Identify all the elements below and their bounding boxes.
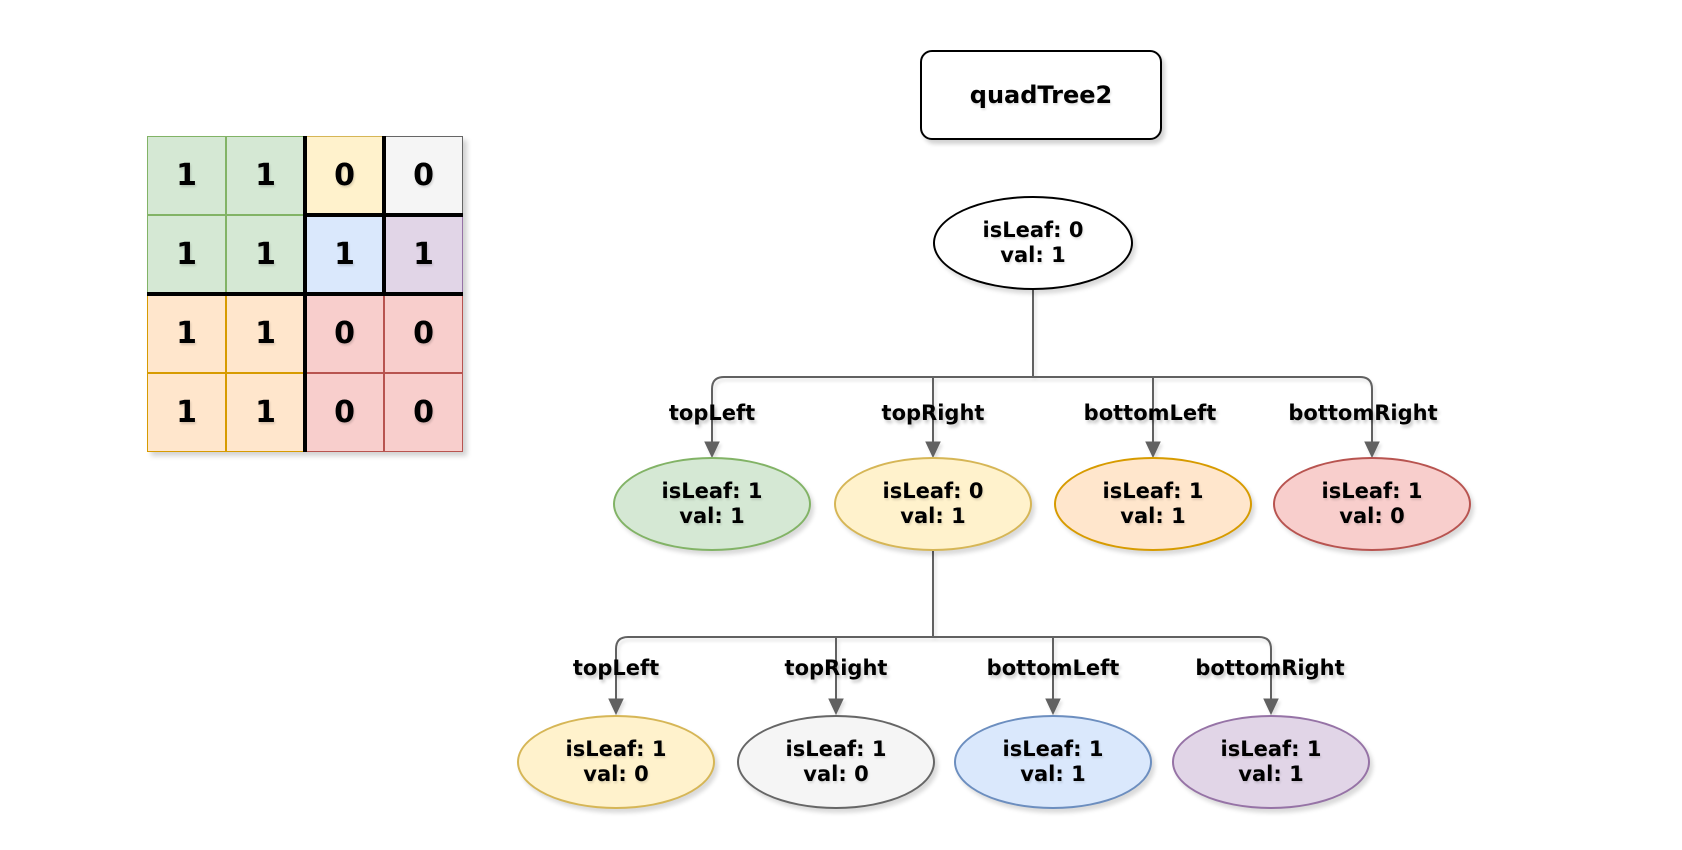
node-isleaf-text: isLeaf: 1: [565, 737, 667, 761]
quadrant-divider-horizontal: [147, 291, 463, 296]
tree-node-topleft-2: isLeaf: 1 val: 0: [517, 715, 715, 809]
grid-cell: 0: [384, 294, 463, 373]
arrowhead-icon: [1364, 441, 1380, 459]
grid-cell: 1: [147, 294, 226, 373]
subquadrant-divider-horizontal: [305, 212, 463, 217]
grid-cell: 1: [147, 136, 226, 215]
grid-cell: 1: [384, 215, 463, 294]
node-val-text: val: 0: [1339, 504, 1405, 528]
edge-label-bottomright: bottomRight: [1288, 401, 1438, 425]
tree-node-bottomright-2: isLeaf: 1 val: 1: [1172, 715, 1370, 809]
tree-node-topright-2: isLeaf: 1 val: 0: [737, 715, 935, 809]
edge-label-bottomright-2: bottomRight: [1195, 656, 1345, 680]
matrix-grid: 1 1 0 0 1 1 1 1 1 1 0 0 1 1 0 0: [147, 136, 463, 452]
arrowhead-icon: [1045, 698, 1061, 716]
edge-label-topright-2: topRight: [784, 656, 888, 680]
node-val-text: val: 1: [1120, 504, 1186, 528]
edge-label-topleft: topLeft: [668, 401, 756, 425]
page-title: quadTree2: [969, 81, 1113, 109]
tree-node-bottomleft-2: isLeaf: 1 val: 1: [954, 715, 1152, 809]
arrowhead-icon: [925, 441, 941, 459]
edge-level1-bus: [711, 376, 1373, 444]
node-isleaf-text: isLeaf: 1: [1220, 737, 1322, 761]
grid-cell: 1: [305, 215, 384, 294]
node-val-text: val: 1: [1238, 762, 1304, 786]
tree-node-bottomleft: isLeaf: 1 val: 1: [1054, 457, 1252, 551]
node-isleaf-text: isLeaf: 0: [882, 479, 984, 503]
arrowhead-icon: [608, 698, 624, 716]
grid-cell: 1: [147, 373, 226, 452]
node-isleaf-text: isLeaf: 1: [1321, 479, 1423, 503]
grid-cell: 1: [226, 373, 305, 452]
node-val-text: val: 1: [900, 504, 966, 528]
arrowhead-icon: [704, 441, 720, 459]
node-isleaf-text: isLeaf: 1: [1002, 737, 1104, 761]
tree-node-topright: isLeaf: 0 val: 1: [834, 457, 1032, 551]
node-isleaf-text: isLeaf: 1: [1102, 479, 1204, 503]
grid-cell: 1: [226, 294, 305, 373]
arrowhead-icon: [828, 698, 844, 716]
title-box: quadTree2: [920, 50, 1162, 140]
arrowhead-icon: [1145, 441, 1161, 459]
node-isleaf-text: isLeaf: 1: [661, 479, 763, 503]
edge-label-bottomleft: bottomLeft: [1083, 401, 1217, 425]
edge-label-topright: topRight: [881, 401, 985, 425]
node-isleaf-text: isLeaf: 0: [982, 218, 1084, 242]
grid-cell: 0: [305, 136, 384, 215]
node-val-text: val: 0: [803, 762, 869, 786]
root-node: isLeaf: 0 val: 1: [933, 196, 1133, 290]
edge-label-topleft-2: topLeft: [572, 656, 660, 680]
tree-node-topleft: isLeaf: 1 val: 1: [613, 457, 811, 551]
node-val-text: val: 1: [1020, 762, 1086, 786]
grid-cell: 1: [147, 215, 226, 294]
grid-cell: 0: [384, 373, 463, 452]
grid-cell: 0: [305, 373, 384, 452]
edge-label-bottomleft-2: bottomLeft: [986, 656, 1120, 680]
arrowhead-icon: [1263, 698, 1279, 716]
edge-level2-bus: [615, 636, 1272, 701]
node-val-text: val: 0: [583, 762, 649, 786]
grid-cell: 1: [226, 136, 305, 215]
node-val-text: val: 1: [1000, 243, 1066, 267]
tree-node-bottomright: isLeaf: 1 val: 0: [1273, 457, 1471, 551]
node-isleaf-text: isLeaf: 1: [785, 737, 887, 761]
node-val-text: val: 1: [679, 504, 745, 528]
